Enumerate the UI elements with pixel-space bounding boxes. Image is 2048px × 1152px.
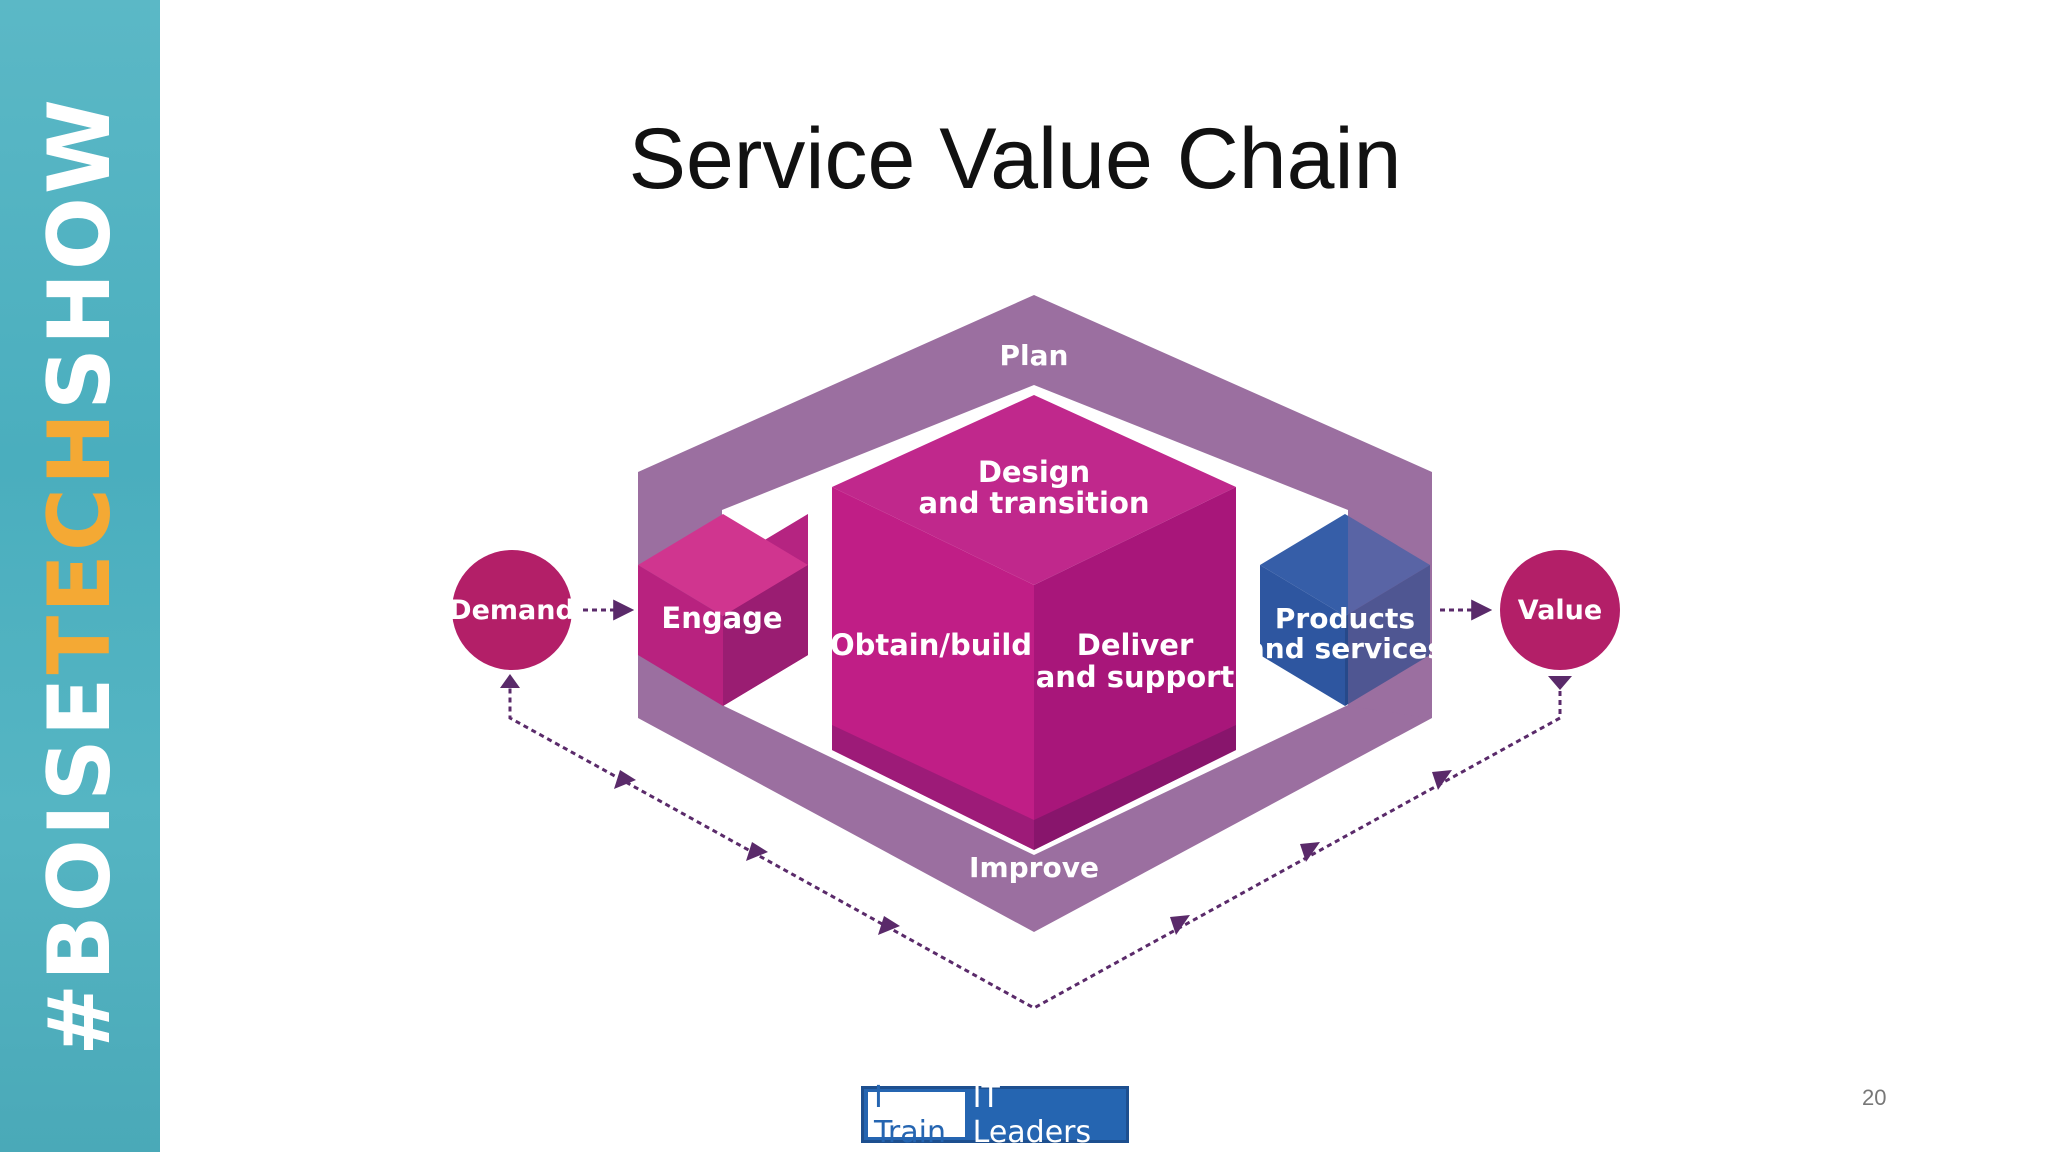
engage-label: Engage bbox=[661, 601, 782, 635]
page-title: Service Value Chain bbox=[628, 111, 1402, 207]
value-circle bbox=[1500, 550, 1620, 670]
value-feedback-arrowhead bbox=[1548, 676, 1572, 690]
feedback-loop-arrowheads bbox=[614, 770, 1452, 935]
plan-improve-frame bbox=[638, 295, 1432, 932]
improve-label: Improve bbox=[969, 851, 1099, 884]
engage-cube bbox=[638, 514, 808, 706]
plan-label: Plan bbox=[1000, 339, 1069, 372]
products-label-line1: Products bbox=[1275, 602, 1415, 635]
demand-label: Demand bbox=[449, 595, 575, 626]
central-cube bbox=[832, 395, 1236, 850]
products-cube bbox=[1260, 514, 1432, 718]
itrain-logo: I Train IT Leaders bbox=[861, 1080, 1129, 1150]
demand-feedback-arrowhead bbox=[500, 674, 520, 688]
sidebar: #BOISETECHSHOW bbox=[0, 0, 160, 1152]
deliver-label-line2: and support bbox=[1036, 660, 1235, 694]
value-label: Value bbox=[1518, 595, 1602, 626]
page-number: 20 bbox=[1862, 1085, 1887, 1110]
products-label-line2: and services bbox=[1246, 632, 1444, 665]
design-label-line1: Design bbox=[978, 455, 1090, 489]
logo-right-text: IT Leaders bbox=[972, 1079, 1092, 1150]
logo-left-text: I Train bbox=[868, 1080, 965, 1150]
obtain-label: Obtain/build bbox=[830, 628, 1032, 662]
design-label-line2: and transition bbox=[918, 486, 1149, 520]
deliver-label-line1: Deliver bbox=[1077, 628, 1194, 662]
demand-circle bbox=[452, 550, 572, 670]
